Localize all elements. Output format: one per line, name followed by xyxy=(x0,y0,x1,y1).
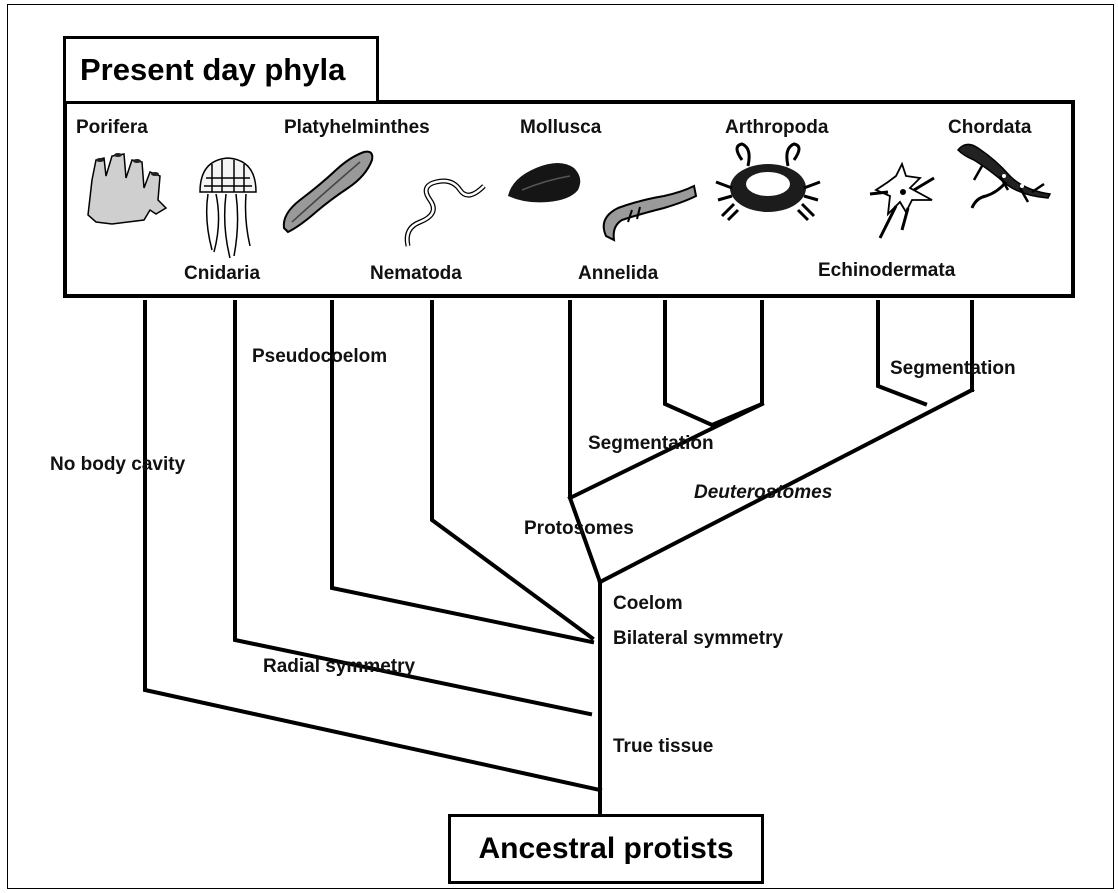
echinodermata-branch xyxy=(878,302,925,404)
phylum-label-cnidaria: Cnidaria xyxy=(184,263,260,285)
porifera-branch xyxy=(145,302,600,790)
root-box: Ancestral protists xyxy=(448,814,764,884)
branch-label-radial-symmetry: Radial symmetry xyxy=(263,656,415,678)
phylum-label-chordata: Chordata xyxy=(948,117,1031,139)
branch-label-bilateral-symmetry: Bilateral symmetry xyxy=(613,628,783,650)
branch-label-protostomes: Protosomes xyxy=(524,518,634,540)
phylum-label-echinodermata: Echinodermata xyxy=(818,260,955,282)
phylum-label-porifera: Porifera xyxy=(76,117,148,139)
phylum-label-annelida: Annelida xyxy=(578,263,658,285)
annelida-arthropoda-fork xyxy=(665,302,762,425)
title-box: Present day phyla xyxy=(63,36,379,104)
phylum-label-arthropoda: Arthropoda xyxy=(725,117,828,139)
branch-label-no-body-cavity: No body cavity xyxy=(50,454,185,476)
diagram-title: Present day phyla xyxy=(80,52,345,88)
branch-label-pseudocoelom: Pseudocoelom xyxy=(252,346,387,368)
phylum-label-platyhelminthes: Platyhelminthes xyxy=(284,117,430,139)
phylum-label-mollusca: Mollusca xyxy=(520,117,601,139)
root-label: Ancestral protists xyxy=(478,832,733,866)
branch-label-deuterostomes: Deuterostomes xyxy=(694,482,832,504)
branch-label-coelom: Coelom xyxy=(613,593,683,615)
branch-label-segmentation-deuterostome: Segmentation xyxy=(890,358,1016,380)
phylum-label-nematoda: Nematoda xyxy=(370,263,462,285)
branch-label-true-tissue: True tissue xyxy=(613,736,713,758)
branch-label-segmentation-protostome: Segmentation xyxy=(588,433,714,455)
